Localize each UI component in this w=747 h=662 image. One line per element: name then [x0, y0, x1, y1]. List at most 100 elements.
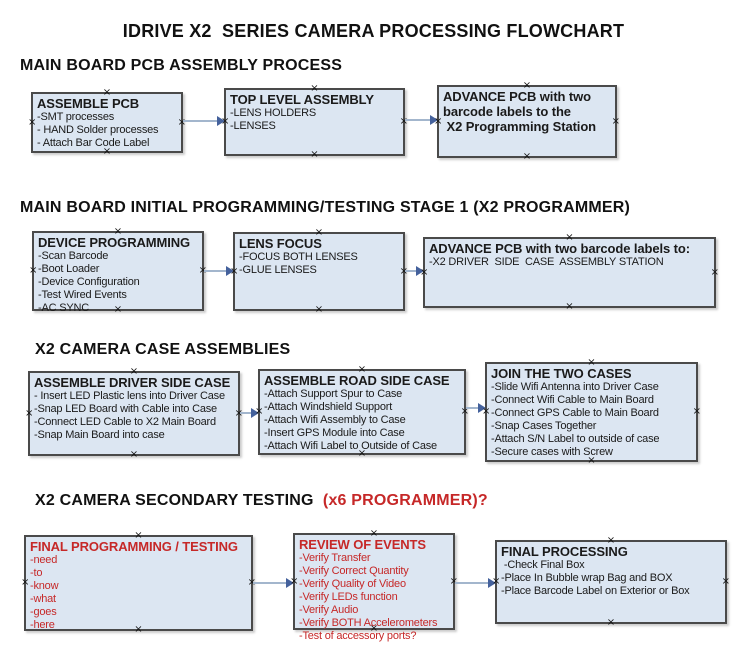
box-line: -Verify BOTH Accelerometers — [299, 617, 438, 629]
connection-handle-icon: × — [710, 266, 719, 278]
box-final-processing[interactable]: FINAL PROCESSING -Check Final Box-Place … — [492, 536, 730, 628]
box-lines: -Slide Wifi Antenna into Driver Case-Con… — [491, 381, 692, 459]
section-heading-text: X2 CAMERA SECONDARY TESTING — [35, 492, 319, 509]
box-lines: -LENS HOLDERS-LENSES — [230, 107, 399, 133]
box-line: - Insert LED Plastic lens into Driver Ca… — [34, 390, 225, 402]
connection-handle-icon: × — [29, 265, 38, 276]
box-advance-pcb-driver-side[interactable]: ADVANCE PCB with two barcode labels to: … — [420, 233, 719, 312]
box-lines: -Scan Barcode-Boot Loader-Device Configu… — [38, 250, 198, 315]
box-lines: -X2 DRIVER SIDE CASE ASSEMBLY STATION — [429, 256, 710, 269]
box-lines: -need-to-know-what-goes-here — [30, 554, 247, 632]
box-lines: barcode labels to the X2 Programming Sta… — [443, 104, 611, 134]
box-line: -SMT processes — [37, 111, 115, 123]
flow-arrow[interactable] — [466, 403, 486, 413]
box-lines: -Verify Transfer-Verify Correct Quantity… — [299, 552, 449, 643]
box-line: -Attach Wifi Assembly to Case — [264, 414, 406, 426]
box-line: -Secure cases with Screw — [491, 446, 613, 458]
arrow-head-icon — [286, 578, 294, 588]
arrow-line — [455, 582, 490, 584]
box-join-two-cases[interactable]: JOIN THE TWO CASES -Slide Wifi Antenna i… — [482, 358, 701, 466]
box-line: -Check Final Box — [501, 559, 585, 571]
flow-arrow[interactable] — [204, 266, 234, 276]
box-line: -Connect LED Cable to X2 Main Board — [34, 416, 216, 428]
box-title: JOIN THE TWO CASES — [491, 366, 632, 381]
box-final-programming-testing[interactable]: FINAL PROGRAMMING / TESTING -need-to-kno… — [21, 531, 256, 635]
flow-arrow[interactable] — [253, 578, 294, 588]
box-line: -Attach S/N Label to outside of case — [491, 433, 660, 445]
box-line: -Insert GPS Module into Case — [264, 427, 405, 439]
box-device-programming[interactable]: DEVICE PROGRAMMING -Scan Barcode-Boot Lo… — [29, 227, 207, 315]
box-advance-pcb-programming-station[interactable]: ADVANCE PCB with two barcode labels to t… — [434, 81, 620, 162]
section-heading-red-text: (x6 PROGRAMMER)? — [318, 492, 488, 509]
box-line: -LENS HOLDERS — [230, 107, 317, 119]
section-heading-pcb-assembly: MAIN BOARD PCB ASSEMBLY PROCESS — [20, 57, 342, 75]
box-assemble-road-side-case[interactable]: ASSEMBLE ROAD SIDE CASE -Attach Support … — [255, 365, 469, 459]
box-line: -AC SYNC — [38, 302, 89, 314]
flow-arrow[interactable] — [455, 578, 496, 588]
connection-handle-icon: × — [314, 304, 324, 315]
box-title: ASSEMBLE ROAD SIDE CASE — [264, 373, 450, 388]
box-line: -Verify Audio — [299, 604, 359, 616]
box-lines: -FOCUS BOTH LENSES-GLUE LENSES — [239, 251, 399, 277]
box-assemble-pcb[interactable]: ASSEMBLE PCB -SMT processes- HAND Solder… — [28, 88, 186, 157]
arrow-head-icon — [416, 266, 424, 276]
connection-handle-icon: × — [21, 577, 30, 588]
box-title: LENS FOCUS — [239, 236, 322, 251]
flow-arrow[interactable] — [240, 408, 259, 418]
arrow-line — [405, 119, 432, 121]
connection-handle-icon: × — [28, 116, 37, 128]
page-title: IDRIVE X2 SERIES CAMERA PROCESSING FLOWC… — [122, 21, 625, 41]
box-line: - HAND Solder processes — [37, 124, 159, 136]
box-lens-focus[interactable]: LENS FOCUS -FOCUS BOTH LENSES-GLUE LENSE… — [230, 228, 408, 315]
box-lines: -Attach Support Spur to Case-Attach Wind… — [264, 388, 460, 453]
box-title: ASSEMBLE PCB — [37, 96, 140, 111]
connection-handle-icon: × — [310, 149, 319, 160]
box-line: -Connect Wifi Cable to Main Board — [491, 394, 654, 406]
box-title: ADVANCE PCB with two — [443, 89, 591, 104]
flow-arrow[interactable] — [183, 116, 225, 126]
section-heading-text: MAIN BOARD PCB ASSEMBLY PROCESS — [20, 57, 343, 74]
box-line: -to — [30, 567, 43, 579]
box-line: -Place In Bubble wrap Bag and BOX — [501, 572, 673, 584]
box-line: -Attach Support Spur to Case — [264, 388, 403, 400]
box-line: -Boot Loader — [38, 263, 100, 275]
box-line: -need — [30, 554, 58, 566]
flow-arrow[interactable] — [405, 115, 438, 125]
box-top-level-assembly[interactable]: TOP LEVEL ASSEMBLY -LENS HOLDERS-LENSES … — [221, 84, 408, 160]
connection-handle-icon: × — [25, 407, 34, 419]
box-line: -Attach Windshield Support — [264, 401, 393, 413]
box-line: - Attach Bar Code Label — [37, 137, 150, 149]
box-line: -Verify LEDs function — [299, 591, 398, 603]
section-heading-secondary-testing: X2 CAMERA SECONDARY TESTING (x6 PROGRAMM… — [35, 492, 488, 510]
box-line: -goes — [30, 606, 57, 618]
box-line: -X2 DRIVER SIDE CASE ASSEMBLY STATION — [429, 256, 664, 268]
connection-handle-icon: × — [692, 406, 701, 417]
box-line: -Test Wired Events — [38, 289, 127, 301]
connection-handle-icon: × — [606, 617, 616, 628]
box-line: -Slide Wifi Antenna into Driver Case — [491, 381, 659, 393]
arrow-line — [466, 407, 480, 409]
box-line: -Place Barcode Label on Exterior or Box — [501, 585, 690, 597]
flow-arrow[interactable] — [405, 266, 424, 276]
connection-handle-icon: × — [611, 115, 620, 127]
arrow-head-icon — [478, 403, 486, 413]
box-line: -Connect GPS Cable to Main Board — [491, 407, 659, 419]
arrow-head-icon — [217, 116, 225, 126]
box-review-of-events[interactable]: REVIEW OF EVENTS -Verify Transfer-Verify… — [290, 529, 458, 643]
box-line: -Scan Barcode — [38, 250, 109, 262]
box-title: FINAL PROCESSING — [501, 544, 628, 559]
arrow-line — [240, 412, 253, 414]
box-assemble-driver-side-case[interactable]: ASSEMBLE DRIVER SIDE CASE - Insert LED P… — [25, 367, 243, 460]
section-heading-initial-programming: MAIN BOARD INITIAL PROGRAMMING/TESTING S… — [20, 199, 630, 217]
box-line: -Device Configuration — [38, 276, 140, 288]
box-title: ASSEMBLE DRIVER SIDE CASE — [34, 375, 231, 390]
box-lines: -SMT processes- HAND Solder processes- A… — [37, 111, 177, 150]
box-line: -Verify Quality of Video — [299, 578, 406, 590]
box-line: -what — [30, 593, 56, 605]
connection-handle-icon: × — [129, 449, 139, 460]
box-line: -Attach Wifi Label to Outside of Case — [264, 440, 437, 452]
box-line: -GLUE LENSES — [239, 264, 317, 276]
box-title: REVIEW OF EVENTS — [299, 537, 426, 552]
box-lines: - Insert LED Plastic lens into Driver Ca… — [34, 390, 234, 442]
arrow-head-icon — [430, 115, 438, 125]
